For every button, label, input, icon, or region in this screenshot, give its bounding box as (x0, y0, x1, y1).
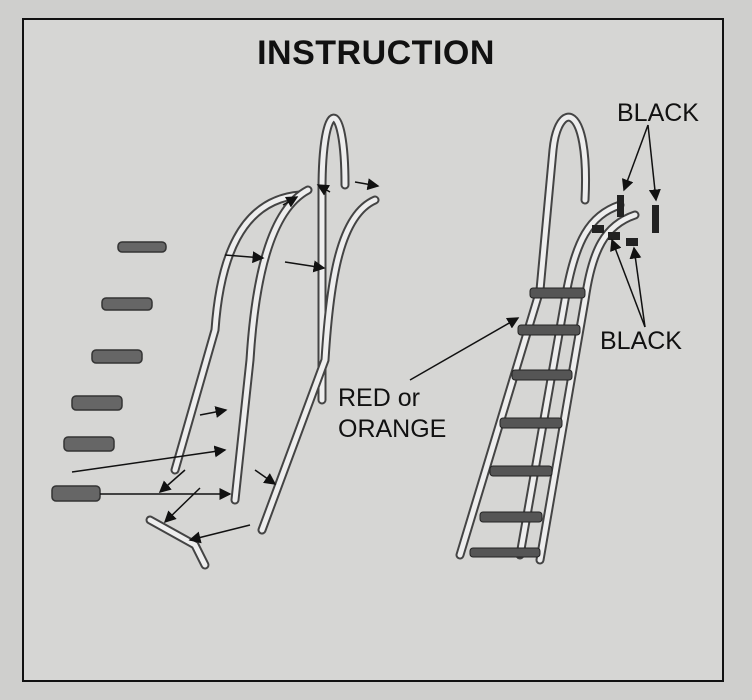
label-black-bottom: BLACK (600, 327, 682, 355)
label-black-top: BLACK (617, 99, 699, 127)
exploded-arrows (71, 178, 380, 544)
step-part (91, 349, 143, 364)
label-red-line2: ORANGE (338, 415, 447, 443)
label-red-line1: RED or (338, 384, 420, 412)
label-arrows (409, 124, 661, 381)
step-part (71, 395, 123, 411)
assembled-steps (469, 287, 586, 558)
black-caps (592, 195, 659, 246)
page-title: INSTRUCTION (257, 34, 495, 72)
step-part (101, 297, 153, 311)
step-part (63, 436, 115, 452)
step-part (117, 241, 167, 253)
exploded-ladder (145, 113, 380, 570)
step-part (51, 485, 101, 502)
loose-steps (51, 241, 167, 502)
